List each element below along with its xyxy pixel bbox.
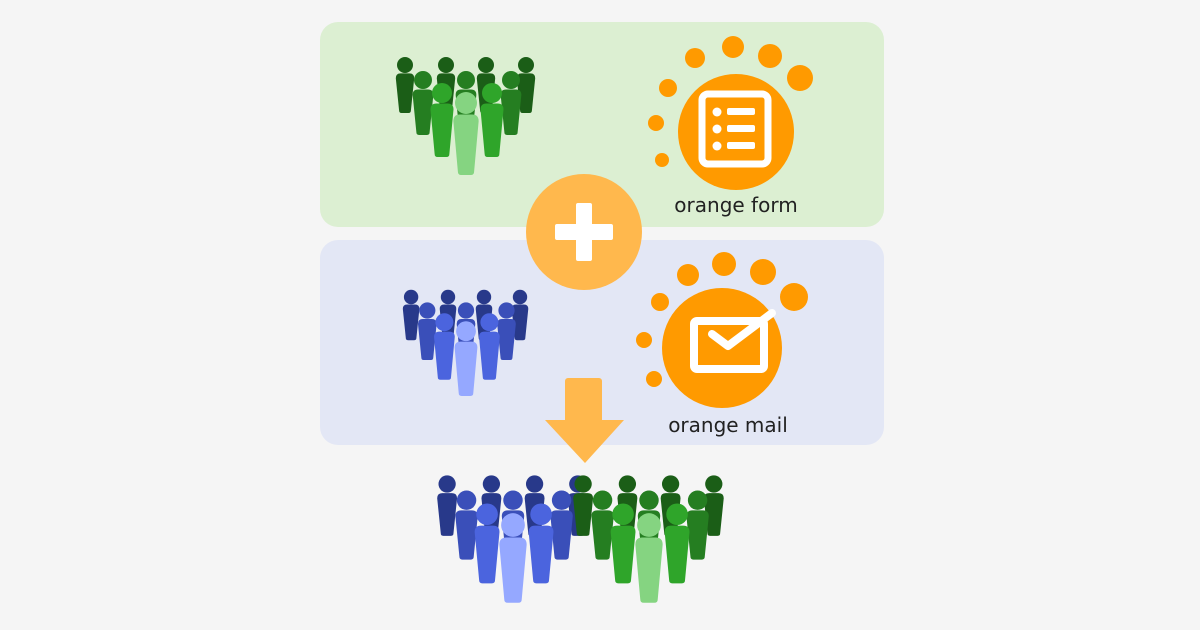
person-icon (511, 289, 529, 341)
orange-dot (651, 293, 669, 311)
orange-dot (648, 115, 664, 131)
orange-dot (750, 259, 776, 285)
person-icon (480, 83, 504, 157)
person-icon (703, 475, 724, 536)
green-people-group (395, 57, 536, 175)
orange-dot (677, 264, 699, 286)
merged-blue-people-group (437, 475, 588, 603)
person-icon (417, 302, 437, 360)
person-icon (499, 513, 527, 603)
person-icon (528, 503, 554, 584)
person-icon (573, 475, 594, 536)
person-icon (455, 490, 478, 560)
orange-form-label: orange form (674, 193, 797, 217)
arrow-down-icon (545, 378, 624, 463)
plus-icon (526, 174, 642, 290)
person-icon (497, 302, 516, 360)
orange-dots-decoration (636, 252, 808, 387)
person-icon (402, 289, 420, 341)
orange-mail-logo: orange mail (636, 252, 808, 437)
orange-dot (655, 153, 669, 167)
person-icon (437, 475, 458, 536)
person-icon (591, 490, 614, 560)
person-icon (454, 321, 478, 396)
orange-dot (646, 371, 662, 387)
orange-dot (758, 44, 782, 68)
orange-dot (780, 283, 808, 311)
person-icon (686, 490, 709, 560)
orange-dot (722, 36, 744, 58)
person-icon (610, 503, 636, 584)
orange-dot (659, 79, 677, 97)
person-icon (474, 503, 500, 584)
mail-check-icon (690, 309, 776, 373)
person-icon (434, 313, 455, 380)
blue-people-group (402, 289, 529, 396)
person-icon (395, 57, 415, 113)
person-icon (412, 71, 434, 135)
person-icon (500, 71, 522, 135)
person-icon (664, 503, 690, 584)
orange-dot (712, 252, 736, 276)
orange-dot (787, 65, 813, 91)
orange-form-logo: orange form (648, 36, 813, 217)
orange-dots-decoration (648, 36, 813, 167)
person-icon (453, 92, 479, 175)
person-icon (430, 83, 454, 157)
person-icon (479, 313, 500, 380)
orange-dot (685, 48, 705, 68)
person-icon (550, 490, 573, 560)
orange-dot (636, 332, 652, 348)
orange-mail-label: orange mail (668, 413, 788, 437)
person-icon (635, 513, 663, 603)
person-icon (516, 57, 536, 113)
form-list-icon (698, 90, 772, 168)
merged-green-people-group (573, 475, 724, 603)
